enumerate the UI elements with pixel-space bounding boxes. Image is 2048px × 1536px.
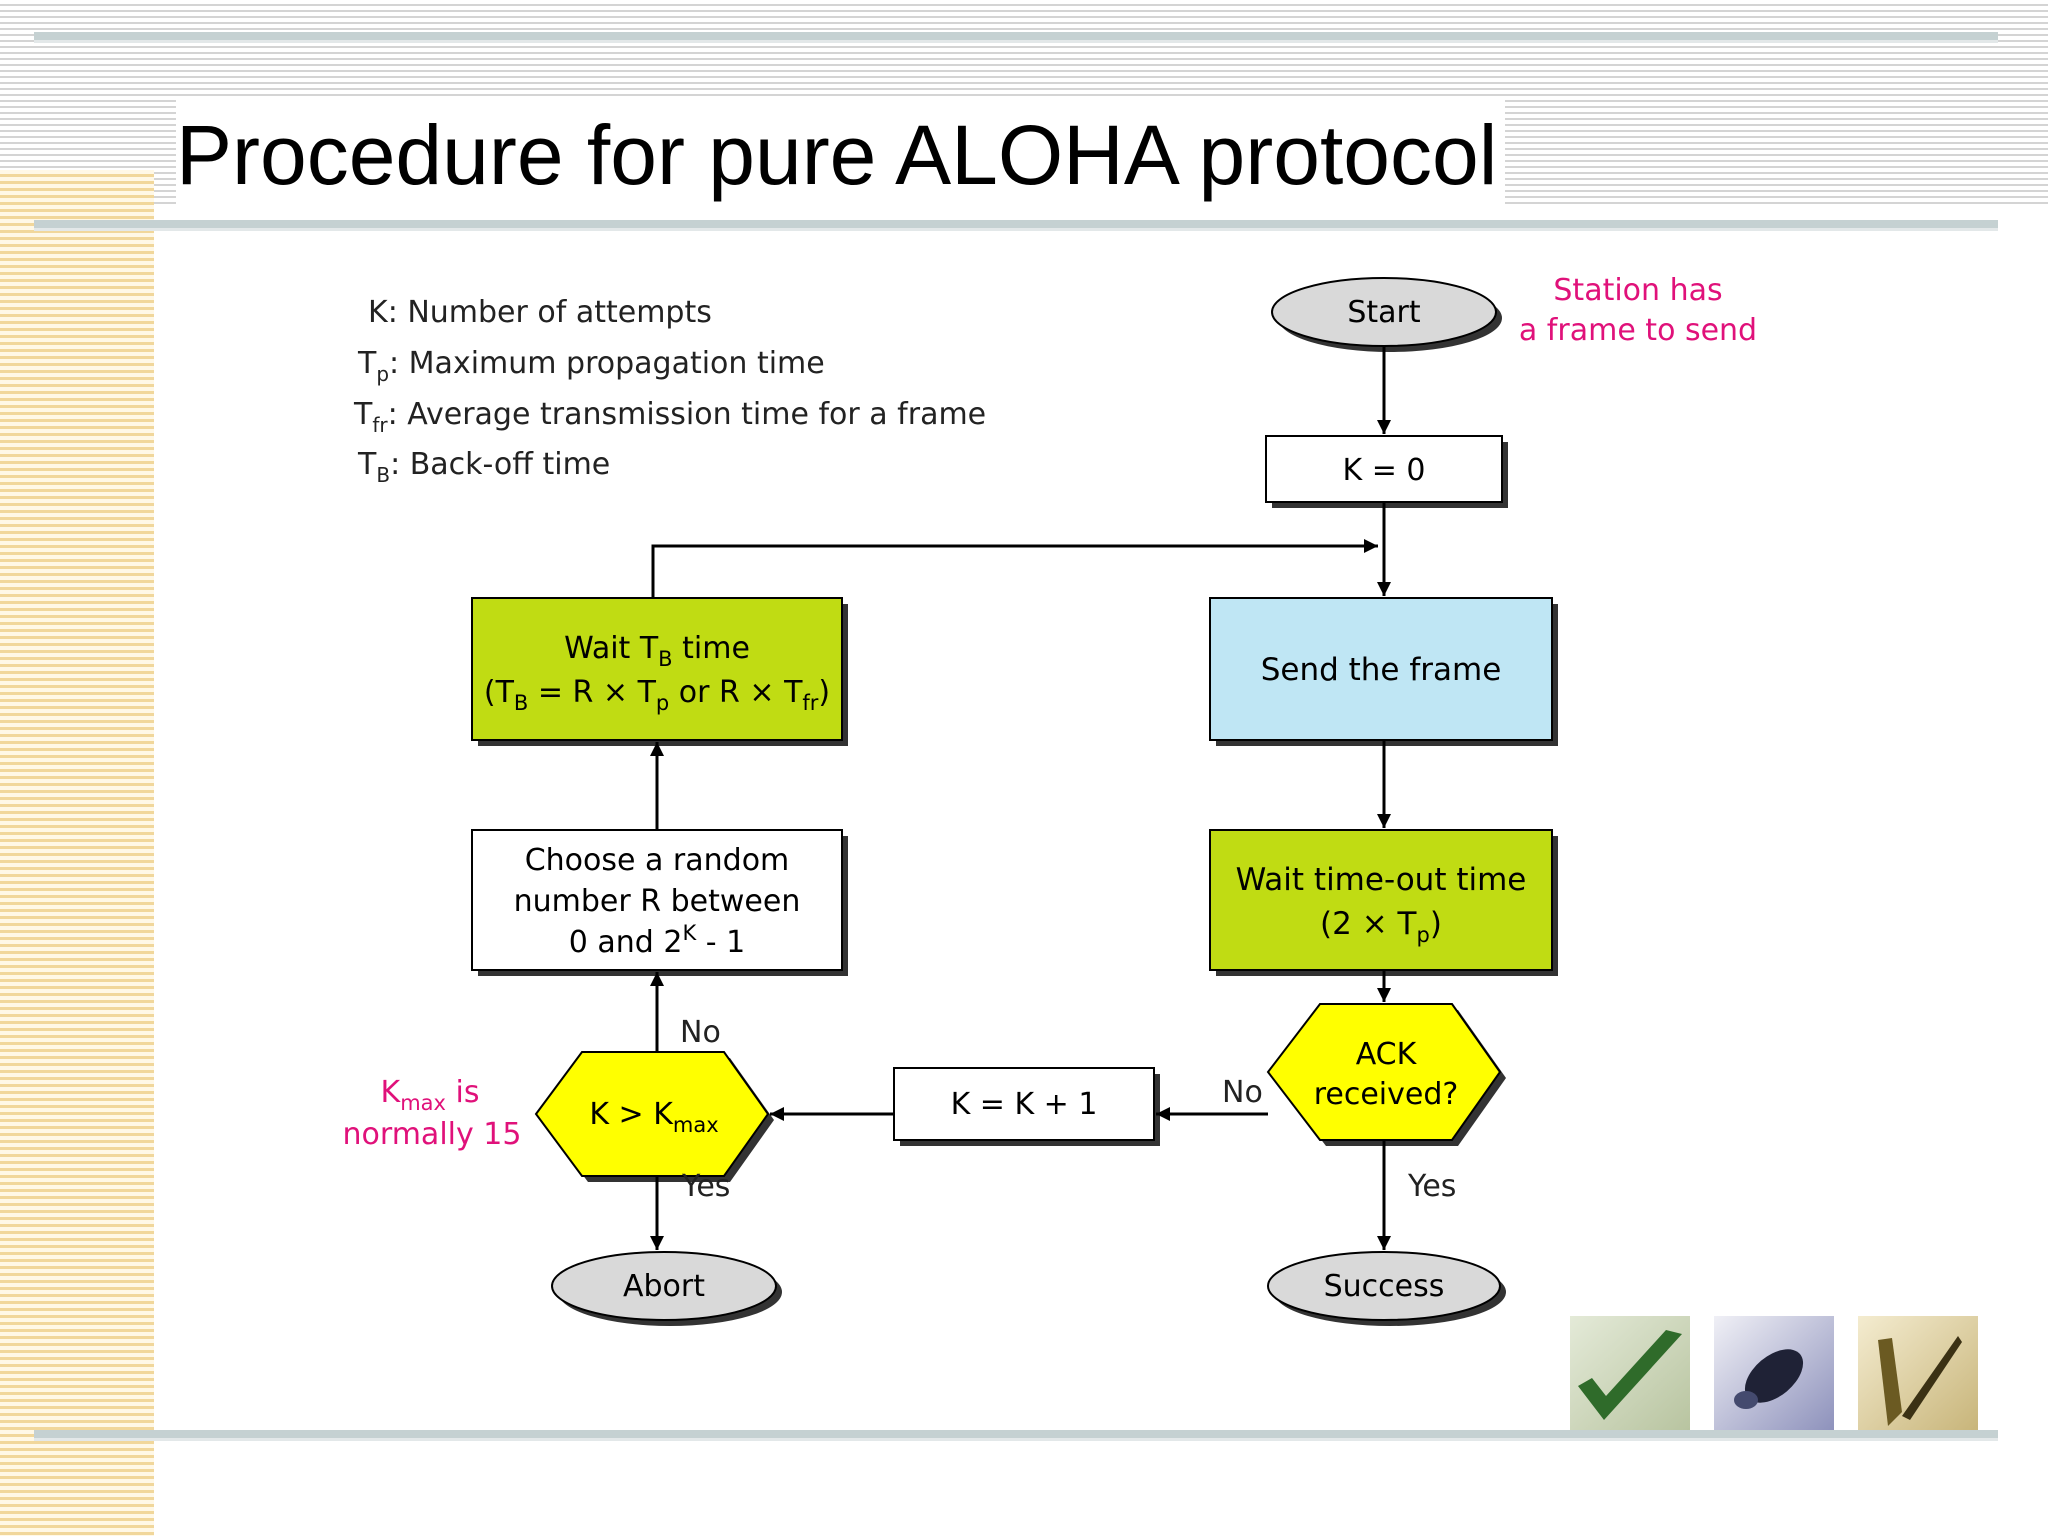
- label-yes-ack: Yes: [1407, 1169, 1456, 1204]
- ack-line1: ACK: [1356, 1037, 1418, 1072]
- k-zero-box: K = 0: [1265, 435, 1508, 508]
- wait-timeout-box: Wait time-out time (2 × Tp): [1209, 829, 1558, 976]
- branch-labels: No Yes No Yes: [680, 1015, 1456, 1204]
- start-node: Start: [1271, 277, 1502, 352]
- label-yes-kmax: Yes: [681, 1169, 730, 1204]
- legend: K: Number of attempts Tp: Maximum propag…: [353, 295, 986, 487]
- top-rule: [34, 32, 1998, 43]
- label-no-kmax: No: [680, 1015, 721, 1050]
- wait-timeout-line1: Wait time-out time: [1236, 862, 1527, 898]
- disc-decor-icon: [1714, 1316, 1834, 1430]
- station-note-line1: Station has: [1553, 273, 1722, 308]
- kmax-note-line1: Kmax is: [381, 1075, 480, 1115]
- legend-item-propagation: Tp: Maximum propagation time: [357, 346, 825, 386]
- bottom-rule: [34, 1430, 1998, 1441]
- success-node: Success: [1267, 1251, 1506, 1326]
- random-line2: number R between: [514, 884, 801, 919]
- random-line3: 0 and 2K - 1: [569, 921, 745, 960]
- kmax-note-line2: normally 15: [343, 1117, 522, 1152]
- station-note-line2: a frame to send: [1519, 313, 1757, 348]
- abort-node: Abort: [551, 1251, 782, 1326]
- start-label: Start: [1347, 295, 1421, 330]
- legend-item-transmission: Tfr: Average transmission time for a fra…: [353, 397, 986, 437]
- k-increment-label: K = K + 1: [951, 1087, 1098, 1122]
- ack-line2: received?: [1314, 1077, 1459, 1112]
- k-increment-box: K = K + 1: [893, 1067, 1160, 1146]
- k-zero-label: K = 0: [1343, 453, 1426, 488]
- pen-decor-icon: [1858, 1316, 1978, 1430]
- kmax-label: K > Kmax: [589, 1097, 718, 1137]
- wait-backoff-line1: Wait TB time: [564, 631, 750, 671]
- slide-title: Procedure for pure ALOHA protocol: [176, 100, 1506, 210]
- legend-item-attempts: K: Number of attempts: [368, 295, 712, 330]
- arrow-backoff-loop: [651, 539, 1378, 598]
- legend-item-backoff: TB: Back-off time: [357, 447, 610, 487]
- abort-label: Abort: [623, 1269, 705, 1304]
- random-line1: Choose a random: [525, 843, 790, 878]
- random-box: Choose a random number R between 0 and 2…: [471, 829, 848, 976]
- side-stripes: [0, 170, 154, 1536]
- success-label: Success: [1324, 1269, 1445, 1304]
- check-decor-icon: [1570, 1316, 1690, 1430]
- kmax-decision: K > Kmax: [534, 1051, 774, 1182]
- aloha-flowchart: K: Number of attempts Tp: Maximum propag…: [190, 238, 2006, 1428]
- wait-backoff-box: Wait TB time (TB = R × Tp or R × Tfr): [471, 597, 848, 746]
- label-no-ack: No: [1222, 1075, 1263, 1110]
- ack-decision: ACK received?: [1266, 1003, 1506, 1146]
- send-frame-label: Send the frame: [1261, 652, 1502, 688]
- send-frame-box: Send the frame: [1209, 597, 1558, 746]
- title-rule: [34, 220, 1998, 231]
- wait-backoff-line2: (TB = R × Tp or R × Tfr): [484, 675, 830, 715]
- connectors: [650, 346, 1391, 1250]
- wait-timeout-line2: (2 × Tp): [1320, 906, 1442, 947]
- kmax-note: Kmax is normally 15: [343, 1075, 522, 1152]
- station-note: Station has a frame to send: [1519, 273, 1757, 348]
